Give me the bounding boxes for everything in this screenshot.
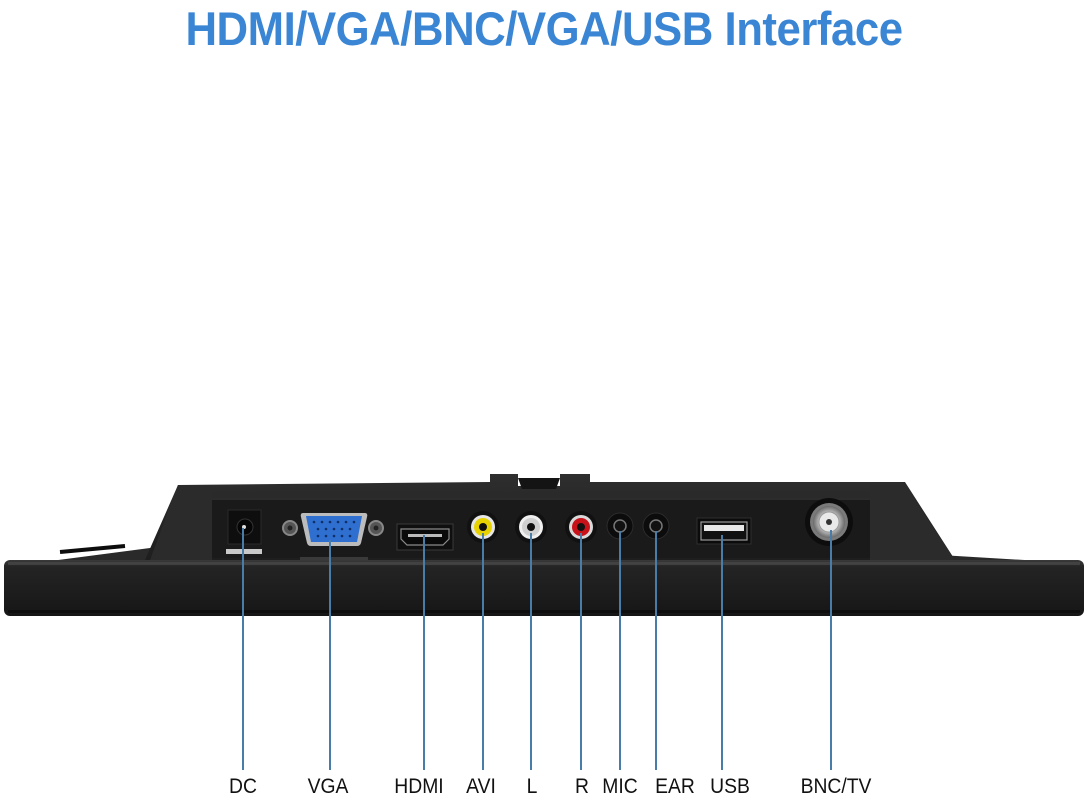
leader-line-bnc (830, 530, 832, 770)
leader-line-ear (655, 531, 657, 770)
port-label-usb: USB (710, 775, 750, 798)
leader-line-dc (242, 528, 244, 770)
leader-line-hdmi (423, 535, 425, 770)
usb-port-icon (696, 517, 752, 545)
port-label-r: R (575, 775, 589, 798)
mic-jack-icon (606, 512, 634, 540)
port-label-dc: DC (229, 775, 257, 798)
hdmi-port-icon (396, 523, 454, 551)
port-label-mic: MIC (602, 775, 638, 798)
base-vent (59, 544, 126, 554)
monitor-base-bar (4, 560, 1084, 616)
right-side-block (870, 485, 955, 560)
port-label-l: L (526, 775, 538, 798)
l-rca-jack-icon (515, 511, 547, 543)
avi-rca-jack-icon (467, 511, 499, 543)
leader-line-usb (721, 535, 723, 770)
leader-line-avi (482, 533, 484, 770)
port-label-avi: AVI (466, 775, 496, 798)
port-label-ear: EAR (655, 775, 695, 798)
leader-line-l (530, 533, 532, 770)
leader-line-mic (619, 531, 621, 770)
leader-line-vga (329, 540, 331, 770)
dc-jack-icon (226, 509, 262, 554)
port-label-bnc: BNC/TV (800, 775, 872, 798)
ear-jack-icon (642, 512, 670, 540)
r-rca-jack-icon (565, 511, 597, 543)
port-label-vga: VGA (307, 775, 349, 798)
port-label-hdmi: HDMI (394, 775, 444, 798)
left-side-block (150, 485, 212, 560)
bnc-connector-icon (805, 498, 853, 546)
vga-port-icon (282, 513, 384, 560)
page-title: HDMI/VGA/BNC/VGA/USB Interface (185, 2, 903, 55)
leader-line-r (580, 533, 582, 770)
